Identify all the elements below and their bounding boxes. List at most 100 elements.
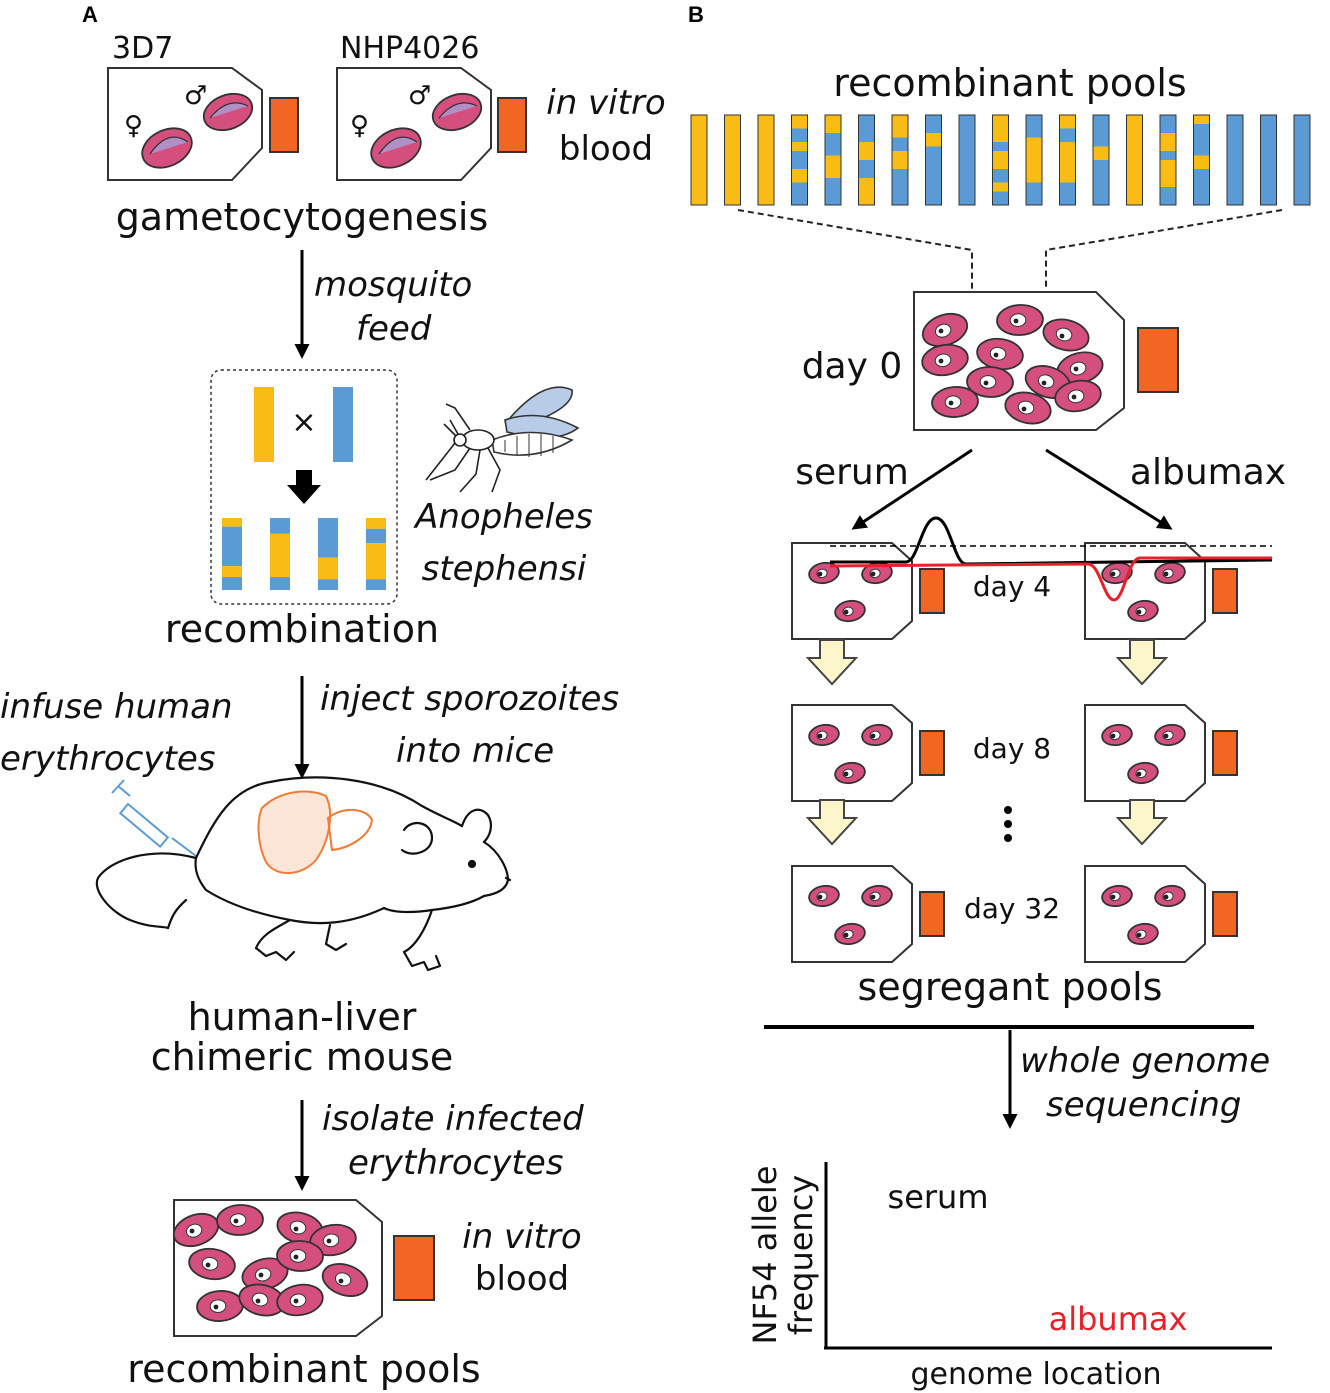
recombinant-chromosome: [318, 518, 338, 590]
pool-chromosome-bar: [1059, 114, 1076, 206]
male-gametocyte: [431, 92, 483, 132]
erythrocyte: [276, 1283, 324, 1317]
pool-chromosome-bar: [1025, 114, 1043, 206]
time-course-flask: [1084, 542, 1238, 640]
erythrocyte: [861, 884, 893, 908]
erythrocyte: [808, 884, 840, 908]
erythrocyte: [921, 312, 969, 348]
chimeric-mouse-illustration: [95, 776, 512, 972]
erythrocyte: [216, 1204, 264, 1236]
day8-label: day 8: [973, 732, 1051, 765]
human-liver-icon: [257, 790, 374, 875]
ellipsis-dots: [1004, 806, 1012, 842]
erythrocyte: [276, 1240, 324, 1272]
erythrocytes-label: erythrocytes: [0, 739, 215, 779]
erythrocyte: [1101, 561, 1133, 585]
blood-label: blood: [559, 129, 653, 169]
arrow-albumax: [1045, 448, 1173, 530]
erythrocyte: [1154, 884, 1186, 908]
pool-chromosome-bar: [891, 114, 909, 206]
parent-chromosome-b: [333, 387, 353, 462]
time-course-flask: [1084, 865, 1238, 963]
pool-chromosome-bar: [958, 114, 976, 206]
pool-chromosome-bar: [724, 114, 741, 206]
erythrocyte: [834, 922, 866, 946]
whole-genome-label: whole genome: [1020, 1041, 1270, 1081]
pool-chromosome-bar: [1159, 114, 1177, 206]
pool-chromosome-bar: [690, 114, 708, 206]
y-axis-label-1: NF54 allele: [746, 1166, 784, 1345]
pool-chromosome-bar: [1126, 114, 1143, 206]
pool-chromosome-bar: [858, 114, 875, 206]
block-arrow: [287, 470, 321, 504]
progression-arrow: [1115, 799, 1169, 846]
erythrocyte: [238, 1283, 286, 1317]
panel-b-label: B: [688, 2, 704, 27]
recombinant-chromosomes: [222, 518, 386, 590]
strain-nhp4026-label: NHP4026: [340, 31, 479, 66]
day32-label: day 32: [964, 892, 1060, 925]
erythrocyte: [1154, 723, 1186, 747]
cross-symbol: ×: [291, 405, 316, 440]
erythrocyte: [966, 366, 1014, 398]
mosquito-feed-label-2: feed: [356, 309, 432, 349]
in-vitro-label-2: in vitro: [462, 1217, 581, 1257]
culture-flask-nhp4026: ♀ ♂: [336, 67, 527, 181]
mosquito-illustration: [425, 386, 580, 493]
progression-arrow: [805, 799, 859, 846]
allele-frequency-chart: NF54 allele frequency genome location se…: [746, 516, 1273, 1392]
serum-curve: [830, 516, 1273, 566]
albumax-curve: [829, 556, 1272, 602]
male-symbol: ♂: [184, 81, 207, 111]
time-course-flask: [791, 704, 945, 802]
female-gametocyte: [141, 127, 193, 169]
infuse-human-label: infuse human: [0, 687, 233, 727]
erythrocyte: [921, 343, 969, 377]
strain-3d7-label: 3D7: [112, 31, 173, 66]
mosquito-feed-label: mosquito: [314, 265, 472, 305]
erythrocyte: [1154, 561, 1186, 585]
erythrocyte: [196, 1290, 244, 1322]
erythrocyte: [996, 304, 1044, 336]
arrow-serum: [851, 448, 973, 530]
sequencing-label: sequencing: [1046, 1085, 1242, 1125]
human-liver-label: human-liver: [188, 995, 417, 1039]
erythrocyte: [1101, 884, 1133, 908]
pool-connector-lines: [737, 209, 1283, 290]
culture-flask-3d7: ♀ ♂: [107, 67, 299, 181]
progression-arrow: [1115, 639, 1169, 686]
albumax-condition-label: albumax: [1130, 452, 1286, 493]
recombinant-chromosome: [222, 518, 242, 590]
day0-flask: [913, 291, 1179, 431]
erythrocyte: [861, 723, 893, 747]
time-course-flask: [791, 865, 945, 963]
pool-chromosome-bar: [925, 114, 942, 206]
panel-a-label: A: [82, 2, 98, 27]
erythrocyte: [834, 599, 866, 623]
erythrocyte: [808, 723, 840, 747]
pool-chromosome-bar: [1260, 114, 1277, 206]
pool-chromosome-bar: [1226, 114, 1244, 206]
pool-chromosome-bar: [757, 114, 775, 206]
recombinant-pool-flask: [172, 1199, 435, 1337]
recombinant-chromosome: [366, 518, 386, 590]
time-course-flasks: [791, 542, 1238, 963]
gametocytogenesis-label: gametocytogenesis: [116, 195, 489, 239]
erythrocyte: [808, 561, 840, 585]
anopheles-label: Anopheles: [413, 497, 593, 537]
female-symbol: ♀: [124, 111, 143, 141]
erythrocyte-cluster: [172, 1204, 369, 1322]
stephensi-label: stephensi: [422, 549, 587, 589]
day0-label: day 0: [802, 346, 903, 387]
female-symbol: ♀: [350, 111, 369, 141]
recombinant-pool-chromosomes: [690, 114, 1311, 206]
erythrocyte: [1127, 761, 1159, 785]
female-gametocyte: [370, 127, 422, 169]
pool-chromosome-bar: [1092, 114, 1110, 206]
recombinant-chromosome: [270, 518, 290, 590]
syringe-icon: [111, 779, 197, 857]
erythrocyte: [1004, 391, 1052, 425]
time-course-flask: [1084, 704, 1238, 802]
erythrocyte: [1127, 599, 1159, 623]
